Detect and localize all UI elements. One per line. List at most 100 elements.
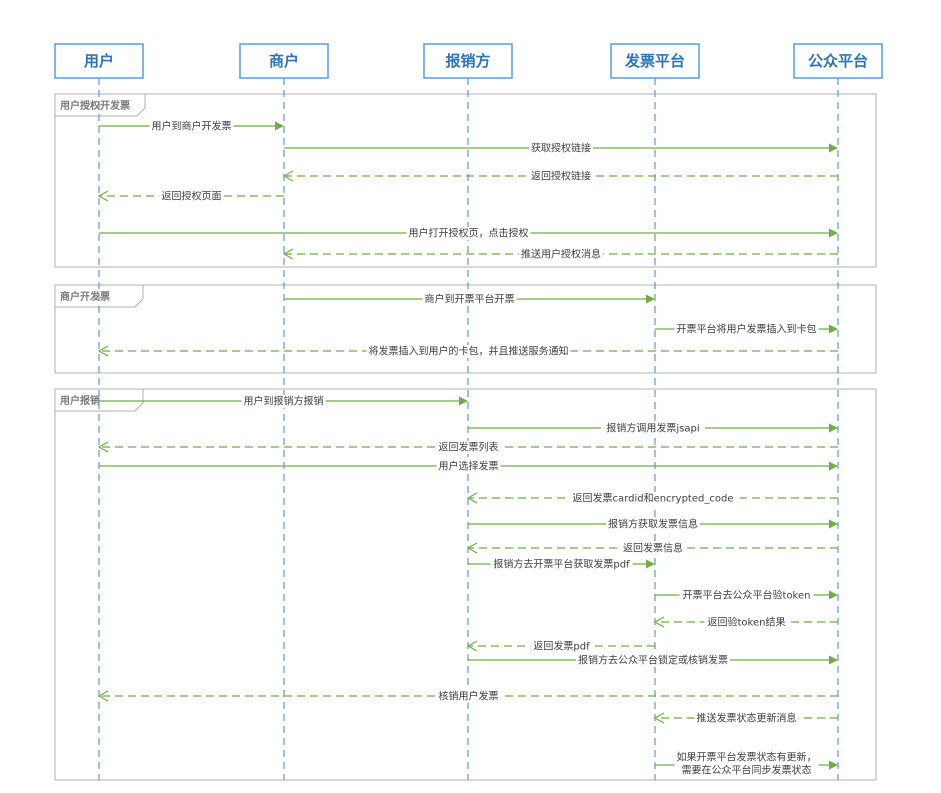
message-label: 获取授权链接 bbox=[531, 142, 591, 155]
message-label: 返回发票信息 bbox=[623, 542, 683, 555]
actor-box bbox=[239, 43, 329, 79]
message-label: 商户到开票平台开票 bbox=[425, 293, 515, 306]
arrow-head-solid bbox=[829, 324, 838, 334]
frame-label: 商户开发票 bbox=[60, 290, 110, 303]
actor-box bbox=[423, 43, 513, 79]
arrow-head-open bbox=[97, 345, 109, 357]
actor-box bbox=[610, 43, 700, 79]
arrow-head-open bbox=[97, 441, 109, 453]
message-label: 返回发票cardid和encrypted_code bbox=[573, 492, 734, 505]
arrow-head-open bbox=[97, 690, 109, 702]
arrow-head-open bbox=[466, 542, 478, 554]
message-label-bg bbox=[519, 248, 603, 261]
message-label-bg bbox=[422, 293, 517, 306]
arrow-head-open bbox=[466, 492, 478, 504]
actor-label: 发票平台 bbox=[624, 52, 685, 70]
frame-border bbox=[54, 388, 877, 781]
arrow-head-open bbox=[282, 248, 294, 260]
actor-3: 报销方 bbox=[423, 43, 513, 79]
message-label-bg bbox=[529, 170, 593, 183]
actor-label: 商户 bbox=[269, 52, 299, 70]
arrow-head-solid bbox=[829, 143, 838, 153]
message-13: 用户选择发票 bbox=[99, 460, 838, 473]
lifelines bbox=[98, 78, 839, 780]
message-label: 开票平台去公众平台验token bbox=[683, 589, 811, 602]
message-label: 推送发票状态更新消息 bbox=[697, 712, 797, 725]
actor-2: 商户 bbox=[239, 43, 329, 79]
message-5: 用户打开授权页，点击授权 bbox=[99, 227, 838, 240]
message-label: 返回发票pdf bbox=[533, 640, 590, 653]
actor-label: 公众平台 bbox=[808, 52, 868, 70]
message-8: 开票平台将用户发票插入到卡包 bbox=[655, 323, 838, 336]
message-20: 返回发票pdf bbox=[466, 640, 655, 653]
actor-label: 用户 bbox=[84, 52, 114, 70]
message-3: 返回授权链接 bbox=[282, 170, 838, 183]
actor-5: 公众平台 bbox=[793, 43, 883, 79]
message-label: 用户到报销方报销 bbox=[244, 395, 324, 408]
actor-box bbox=[54, 43, 144, 79]
message-17: 报销方去开票平台获取发票pdf bbox=[468, 558, 655, 571]
arrow-head-open bbox=[282, 170, 294, 182]
message-label-bg bbox=[149, 120, 234, 133]
message-15: 报销方获取发票信息 bbox=[468, 518, 838, 531]
actor-1: 用户 bbox=[54, 43, 144, 79]
message-1: 用户到商户开发票 bbox=[99, 120, 284, 133]
message-4: 返回授权页面 bbox=[97, 190, 284, 203]
message-12: 返回发票列表 bbox=[97, 441, 838, 454]
message-label-bg bbox=[436, 441, 501, 454]
message-label: 返回授权页面 bbox=[162, 190, 222, 203]
message-label: 用户到商户开发票 bbox=[152, 120, 232, 133]
arrow-head-solid bbox=[646, 294, 655, 304]
message-label-bg bbox=[436, 690, 501, 703]
message-label-bg bbox=[366, 345, 571, 358]
message-label-bg bbox=[601, 422, 705, 435]
arrow-head-solid bbox=[829, 760, 838, 770]
message-label: 推送用户授权消息 bbox=[521, 248, 601, 261]
message-label-bg bbox=[704, 616, 789, 629]
frame-1: 用户授权开发票 bbox=[54, 93, 877, 268]
messages: 用户到商户开发票获取授权链接返回授权链接返回授权页面用户打开授权页，点击授权推送… bbox=[97, 120, 838, 777]
arrow-head-solid bbox=[829, 590, 838, 600]
message-2: 获取授权链接 bbox=[284, 142, 838, 155]
arrow-head-open bbox=[653, 616, 665, 628]
message-22: 核销用户发票 bbox=[97, 690, 838, 703]
message-label: 报销方调用发票jsapi bbox=[606, 422, 699, 435]
message-label: 用户选择发票 bbox=[439, 460, 499, 473]
frame-label: 用户授权开发票 bbox=[59, 99, 130, 112]
message-label: 返回授权链接 bbox=[531, 170, 591, 183]
message-7: 商户到开票平台开票 bbox=[284, 293, 655, 306]
message-label-bg bbox=[606, 518, 700, 531]
message-label-bg bbox=[436, 460, 501, 473]
arrow-head-solid bbox=[646, 559, 655, 569]
arrow-head-open bbox=[653, 712, 665, 724]
message-23: 推送发票状态更新消息 bbox=[653, 712, 838, 725]
message-label-bg bbox=[241, 395, 326, 408]
message-label-bg bbox=[621, 542, 685, 555]
message-label-bg bbox=[159, 190, 224, 203]
message-label: 开票平台将用户发票插入到卡包 bbox=[677, 323, 817, 336]
message-label: 如果开票平台发票状态有更新，需要在公众平台同步发票状态 bbox=[677, 751, 817, 777]
message-label: 将发票插入到用户的卡包，并且推送服务通知 bbox=[369, 345, 569, 358]
message-label: 返回发票列表 bbox=[439, 441, 499, 454]
frame-label: 用户报销 bbox=[59, 394, 100, 407]
message-label: 报销方去开票平台获取发票pdf bbox=[493, 558, 630, 571]
arrow-head-solid bbox=[829, 423, 838, 433]
arrow-head-open bbox=[97, 190, 109, 202]
message-label-bg bbox=[566, 492, 740, 505]
message-9: 将发票插入到用户的卡包，并且推送服务通知 bbox=[97, 345, 838, 358]
actors: 用户 商户 报销方 发票平台 公众平台 bbox=[54, 43, 883, 79]
frame-tab bbox=[54, 93, 146, 117]
message-label: 用户打开授权页，点击授权 bbox=[409, 227, 529, 240]
message-10: 用户到报销方报销 bbox=[99, 395, 468, 408]
message-21: 报销方去公众平台锁定或核销发票 bbox=[468, 654, 838, 667]
message-label: 报销方获取发票信息 bbox=[608, 518, 698, 531]
arrow-head-open bbox=[466, 640, 478, 652]
frame-tab bbox=[54, 388, 144, 412]
message-label: 返回验token结果 bbox=[708, 616, 786, 629]
message-label-bg bbox=[674, 751, 819, 777]
message-11: 报销方调用发票jsapi bbox=[468, 422, 838, 435]
message-19: 返回验token结果 bbox=[653, 616, 838, 629]
frame-border bbox=[54, 284, 877, 374]
